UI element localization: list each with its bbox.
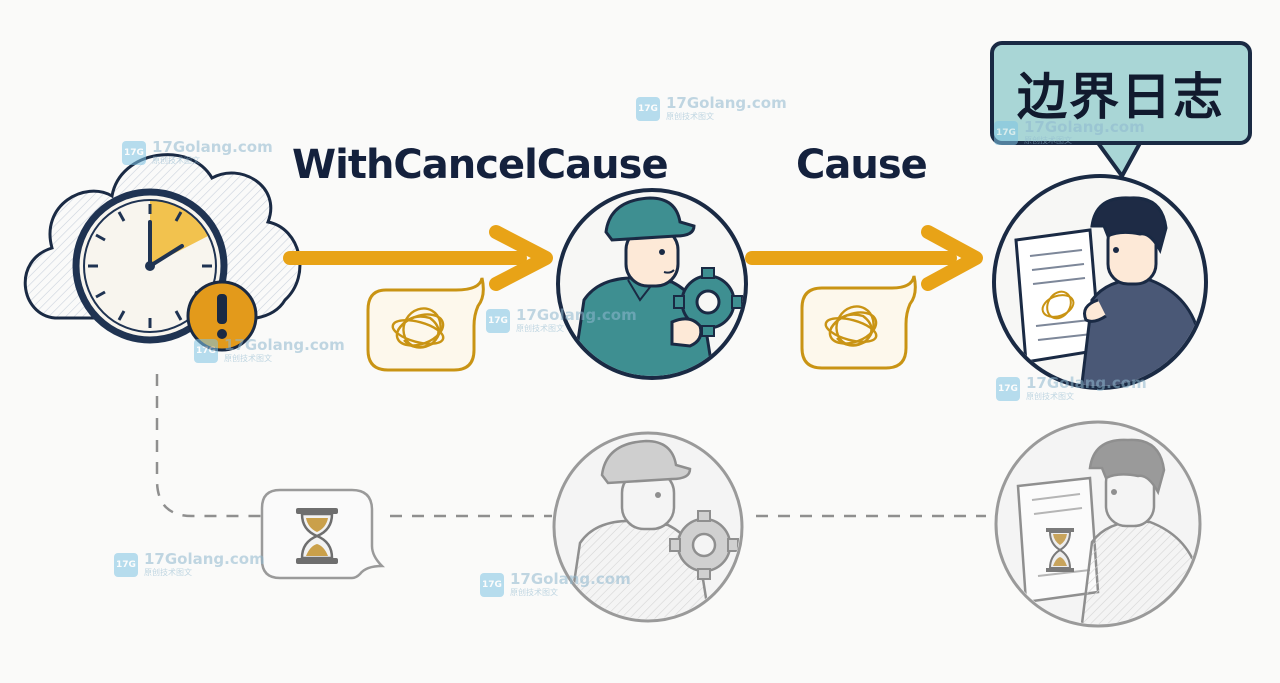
arrow-to-reader [745, 225, 983, 291]
person-reading-document-icon-greyed [994, 420, 1202, 628]
hourglass-icon [1046, 528, 1074, 572]
gear-icon [673, 267, 743, 337]
clock-icon [72, 188, 228, 344]
watermark-brand: 17Golang.com [666, 94, 787, 112]
watermark-logo-icon: 17G [994, 120, 1018, 145]
worker-with-gear-icon-greyed [552, 431, 744, 623]
callout-tail [1096, 141, 1142, 178]
watermark-logo-icon: 17G [480, 572, 504, 597]
exclamation-icon [186, 280, 258, 352]
cause-bubble-1 [366, 277, 485, 372]
watermark-tagline: 原创技术图文 [510, 588, 558, 597]
watermark-tagline: 原创技术图文 [1026, 392, 1074, 401]
cause-bubble-2 [800, 275, 917, 370]
watermark-tagline: 原创技术图文 [144, 568, 192, 577]
watermark-logo-icon: 17G [122, 140, 146, 165]
watermark-tagline: 原创技术图文 [1024, 136, 1072, 145]
cause-label: Cause [796, 142, 928, 188]
watermark: 17G 17Golang.com 原创技术图文 [122, 140, 273, 165]
watermark-tagline: 原创技术图文 [224, 354, 272, 363]
tangled-scribble-icon [824, 305, 878, 347]
gear-icon [669, 510, 739, 580]
person-reading-document-icon [992, 174, 1208, 390]
watermark-tagline: 原创技术图文 [152, 156, 200, 165]
watermark-logo-icon: 17G [636, 96, 660, 121]
watermark-brand: 17Golang.com [1026, 374, 1147, 392]
arrow-to-worker [283, 225, 553, 291]
tangled-scribble-icon [391, 307, 445, 349]
watermark-brand: 17Golang.com [144, 550, 265, 568]
cloud-timer-group [23, 153, 302, 352]
watermark-brand: 17Golang.com [516, 306, 637, 324]
watermark: 17G 17Golang.com 原创技术图文 [636, 96, 787, 121]
watermark-logo-icon: 17G [114, 552, 138, 577]
watermark-brand: 17Golang.com [1024, 118, 1145, 136]
watermark-logo-icon: 17G [996, 376, 1020, 401]
watermark-brand: 17Golang.com [152, 138, 273, 156]
hourglass-icon [296, 508, 338, 564]
watermark-brand: 17Golang.com [510, 570, 631, 588]
watermark: 17G 17Golang.com 原创技术图文 [194, 338, 345, 363]
boundary-log-label: 边界日志 [1017, 68, 1225, 126]
watermark-brand: 17Golang.com [224, 336, 345, 354]
watermark: 17G 17Golang.com 原创技术图文 [996, 376, 1147, 401]
watermark: 17G 17Golang.com 原创技术图文 [994, 120, 1145, 145]
hourglass-bubble [260, 488, 386, 580]
watermark-logo-icon: 17G [486, 308, 510, 333]
boundary-log-callout: 边界日志 [990, 41, 1252, 145]
watermark: 17G 17Golang.com 原创技术图文 [486, 308, 637, 333]
watermark: 17G 17Golang.com 原创技术图文 [114, 552, 265, 577]
watermark-tagline: 原创技术图文 [516, 324, 564, 333]
timeout-path [155, 374, 986, 518]
watermark-tagline: 原创技术图文 [666, 112, 714, 121]
worker-with-gear-icon [556, 188, 748, 380]
with-cancel-cause-label: WithCancelCause [292, 142, 669, 188]
watermark: 17G 17Golang.com 原创技术图文 [480, 572, 631, 597]
watermark-logo-icon: 17G [194, 338, 218, 363]
